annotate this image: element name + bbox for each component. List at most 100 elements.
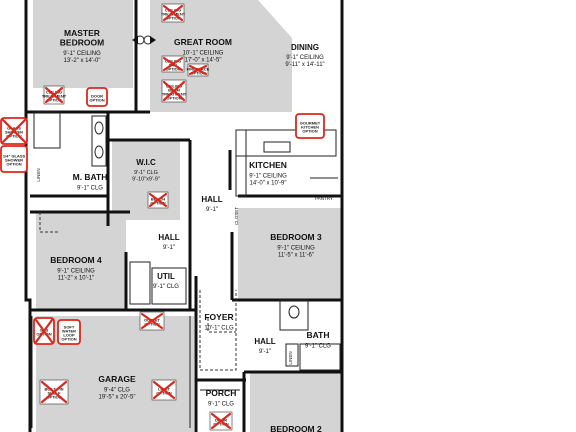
garage-light-text: OPTION — [156, 391, 171, 396]
m-bath-name: M. BATH — [73, 172, 108, 182]
hall-2-name: HALL — [158, 233, 179, 242]
crossed-out-mark — [1, 118, 27, 144]
bedroom-4-dimension: 11'-2" x 10'-1" — [58, 276, 94, 282]
built-in-text: OPTION — [46, 395, 61, 400]
master-ceiling-treatment-text: OPTION — [46, 98, 61, 103]
great-room-name: GREAT ROOM — [174, 37, 232, 47]
ceiling-beam-text: TREATMENT — [162, 92, 187, 97]
glass-shower-2-box — [0, 145, 28, 173]
door-option-box — [86, 87, 108, 107]
gourmet-kitchen-box — [295, 113, 325, 139]
ceiling-treatment-top-text: OPTION — [165, 16, 180, 21]
crossed-out-mark — [162, 4, 184, 22]
gas-option-option-callout: GASOPTION — [33, 317, 55, 345]
crossed-out-mark — [188, 64, 208, 76]
soft-water-text: WATER — [62, 329, 76, 334]
porch-option-text: OPTION — [213, 422, 228, 427]
bedroom-2-name: BEDROOM 2 — [270, 424, 322, 432]
garage-outlet-option-callout: OUTLETOPTION — [139, 311, 165, 331]
kitchen-dimension: 9'-1" CEILING — [249, 174, 287, 180]
master-bedroom-dimension: 9'-1" CEILING — [63, 51, 101, 57]
kitchen-dimension: 14'-0" x 10'-9" — [250, 181, 287, 187]
gourmet-kitchen-text: GOURMET — [300, 121, 321, 126]
dining-dimension: 9'-11" x 14'-11" — [285, 62, 324, 68]
crossed-out-mark — [162, 80, 186, 102]
crossed-out-mark — [152, 380, 176, 400]
option-callouts: CEILINGTREATMENTOPTIONCEILINGFANOPTIONFI… — [0, 3, 325, 431]
master-bedroom-name: BEDROOM — [60, 38, 104, 48]
wic-name: W.I.C — [136, 158, 156, 167]
garage-name: GARAGE — [98, 374, 136, 384]
ceiling-treatment-top-text: CEILING — [165, 8, 181, 13]
great-room-opt-2-text: OPTION — [165, 67, 180, 72]
glass-shower-2-text: SHOWER — [5, 158, 23, 163]
glass-shower-2-text: 1/4" GLASS — [3, 154, 26, 159]
crossed-out-mark — [40, 380, 68, 404]
foyer-name: FOYER — [204, 312, 233, 322]
hall-1-name: HALL — [201, 195, 222, 204]
kitchen-name: KITCHEN — [249, 160, 287, 170]
pantry-label: PANTRY — [315, 196, 333, 201]
bedroom-3-dimension: 11'-5" x 11'-6" — [278, 253, 314, 259]
glass-shower-1-text: GLASS — [7, 126, 21, 131]
master-ceiling-treatment-text: CEILING — [46, 90, 62, 95]
crossed-out-mark — [140, 312, 164, 330]
linen-label-2: LINEN — [288, 351, 293, 364]
bath-dimension: 9'-1" CLG — [305, 344, 331, 350]
wic-dimension: 9'-1" CLG — [134, 170, 158, 176]
foyer-dimension: 10'-1" CLG — [204, 326, 234, 332]
wic-dimension: 9'-10"x9'-9" — [132, 177, 160, 183]
m-bath-dimension: 9'-1" CLG — [77, 186, 103, 192]
great-room-dimension: 17'-0" x 14'-5" — [185, 58, 222, 64]
soft-water-text: LOOP — [63, 333, 75, 338]
garage-light-option-callout: LIGHTOPTION — [151, 379, 177, 401]
gourmet-kitchen-text: OPTION — [302, 129, 317, 134]
built-in-option-callout: BUILT - INSHELFOPTION — [39, 379, 69, 405]
master-bedroom-name: MASTER — [64, 28, 100, 38]
wic-option-option-callout: BENCHOPTION — [147, 191, 169, 209]
bedroom-3-name: BEDROOM 3 — [270, 232, 322, 242]
great-room-dimension: 10'-1" CEILING — [183, 51, 224, 57]
door-option-text: OPTION — [89, 98, 104, 103]
gourmet-kitchen-text: KITCHEN — [301, 125, 319, 130]
garage-dimension: 9'-4" CLG — [104, 388, 130, 394]
soft-water-box — [57, 319, 81, 345]
fireplace-option-callout: FIREPLACEOPTION — [187, 63, 210, 77]
door-option-text: DOOR — [91, 94, 103, 99]
garage-dimension: 19'-5" x 20'-5" — [99, 395, 136, 401]
linen-label: LINEN — [36, 168, 41, 181]
bath-name: BATH — [307, 330, 330, 340]
wic-option-text: OPTION — [150, 201, 165, 206]
crossed-out-mark — [210, 412, 232, 430]
fixtures — [31, 35, 341, 428]
porch-dimension: 9'-1" CLG — [208, 402, 234, 408]
bedroom-3-dimension: 9'-1" CEILING — [277, 246, 315, 252]
ceiling-beam-text: CEILING — [166, 84, 182, 89]
hall-1-dimension: 9'-1" — [206, 207, 218, 213]
glass-shower-1-text: OPTION — [6, 134, 21, 139]
hall-3-name: HALL — [254, 337, 275, 346]
bedroom-4-name: BEDROOM 4 — [50, 255, 102, 265]
dining-name: DINING — [291, 43, 319, 52]
bedroom-4-dimension: 9'-1" CEILING — [57, 269, 95, 275]
soft-water-text: OPTION — [61, 337, 76, 342]
small-labels: LINEN CLOSET LINEN PANTRY — [36, 168, 333, 364]
ceiling-beam-text: OPTION — [166, 96, 181, 101]
dining-dimension: 9'-1" CEILING — [286, 55, 324, 61]
hall-2-dimension: 9'-1" — [163, 245, 175, 251]
crossed-out-mark — [34, 318, 54, 344]
soft-water-text: SOFT — [64, 325, 75, 330]
gas-option-text: OPTION — [36, 332, 51, 337]
great-room-opt-2-text: CEILING — [165, 59, 181, 64]
great-room-opt-2-option-callout: CEILINGFANOPTION — [161, 55, 185, 73]
hall-3-dimension: 9'-1" — [259, 349, 271, 355]
garage-outlet-text: OPTION — [144, 322, 159, 327]
util-name: UTIL — [157, 272, 175, 281]
